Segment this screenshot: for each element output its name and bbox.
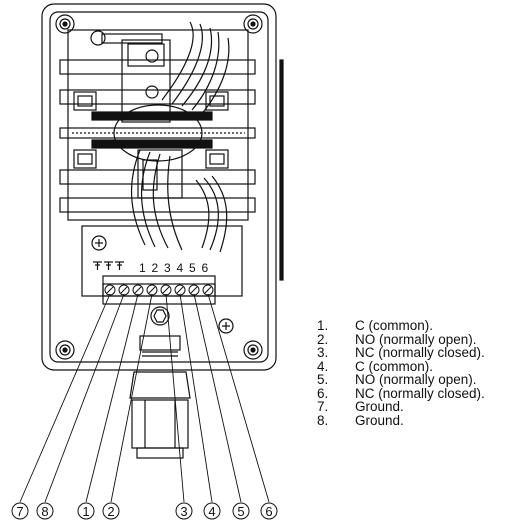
- corner-screws: [55, 14, 263, 360]
- leader-line: [165, 293, 185, 503]
- terminal-screw: [118, 284, 130, 296]
- legend-item: 6. NC (normally closed).: [317, 385, 485, 401]
- legend-item: 4. C (common).: [317, 358, 485, 374]
- terminal-screw: [160, 284, 172, 296]
- legend-text: C (common).: [355, 318, 434, 333]
- terminal-number: 1: [139, 261, 146, 275]
- callout-number: 6: [265, 504, 272, 519]
- callout-circle: [102, 502, 120, 520]
- callout-number: 1: [82, 504, 89, 519]
- legend-text: NC (normally closed).: [355, 385, 485, 401]
- terminal-number: 4: [177, 261, 184, 275]
- callout-circle: [203, 502, 221, 520]
- legend-number: 4.: [317, 358, 329, 374]
- legend-item: 5. NO (normally open).: [317, 373, 485, 387]
- callout-number: 7: [16, 504, 23, 519]
- callout-circle: [232, 502, 250, 520]
- legend-item: 7. Ground.: [317, 400, 485, 414]
- callout-circle: [11, 502, 29, 520]
- legend-item: 1. C (common).: [317, 319, 485, 333]
- legend-number: 8.: [317, 412, 329, 428]
- leader-line: [207, 293, 270, 503]
- legend-item: 3. NC (normally closed).: [317, 346, 485, 360]
- legend: 1. C (common). 2. NO (normally open). 3. NC (…: [317, 319, 485, 427]
- terminal-screw: [202, 284, 214, 296]
- ground-symbols: [93, 261, 124, 270]
- legend-text: NC (normally closed).: [355, 345, 485, 360]
- callout-circle: [36, 502, 54, 520]
- callout-number: 2: [107, 504, 114, 519]
- terminal-number: 6: [202, 261, 209, 275]
- callout-number: 4: [208, 504, 215, 519]
- terminal-screw: [174, 284, 186, 296]
- callout-number: 3: [180, 504, 187, 519]
- leader-line: [110, 293, 153, 503]
- terminal-screw: [104, 284, 116, 296]
- callout-circle: [77, 502, 95, 520]
- legend-number: 5.: [317, 372, 329, 387]
- legend-text: NO (normally open).: [355, 372, 477, 387]
- leader-line: [44, 293, 125, 503]
- legend-text: Ground.: [355, 412, 404, 428]
- legend-text: Ground.: [355, 399, 404, 414]
- leader-line: [193, 293, 242, 503]
- legend-number: 7.: [317, 399, 329, 414]
- callout-number: 5: [237, 504, 244, 519]
- legend-text: C (common).: [355, 358, 434, 374]
- terminal-number: 2: [152, 261, 159, 275]
- terminal-number: 3: [164, 261, 171, 275]
- enclosure-inner: [49, 11, 269, 363]
- legend-number: 3.: [317, 345, 329, 360]
- leader-line: [179, 293, 213, 503]
- leader-line: [19, 293, 111, 503]
- terminal-number: 5: [189, 261, 196, 275]
- legend-text: NO (normally open).: [355, 331, 477, 347]
- leader-line: [85, 293, 139, 503]
- enclosure-outer: [41, 3, 277, 371]
- callout-circle: [260, 502, 278, 520]
- callout-circle: [175, 502, 193, 520]
- terminal-block: [102, 275, 216, 305]
- legend-item: 8. Ground.: [317, 412, 485, 428]
- terminal-screw: [188, 284, 200, 296]
- callout-number: 8: [41, 504, 48, 519]
- legend-number: 6.: [317, 385, 329, 401]
- legend-number: 1.: [317, 318, 329, 333]
- legend-number: 2.: [317, 331, 329, 347]
- terminal-screw: [146, 284, 158, 296]
- terminal-screw: [132, 284, 144, 296]
- legend-item: 2. NO (normally open).: [317, 331, 485, 347]
